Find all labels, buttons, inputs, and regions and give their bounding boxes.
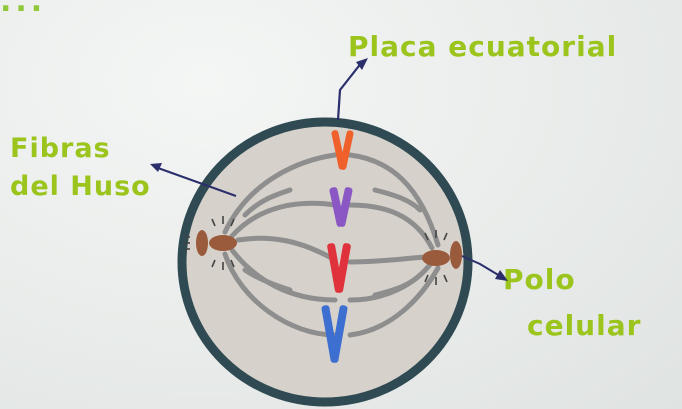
centrosome — [209, 235, 237, 251]
centrosome-edge — [450, 241, 462, 269]
arrow-head — [150, 163, 162, 172]
arrow-placa — [338, 62, 362, 120]
centrosome-edge — [196, 230, 208, 256]
arrow-head — [495, 270, 508, 281]
centrosome — [422, 250, 450, 266]
arrow-line — [338, 62, 362, 120]
